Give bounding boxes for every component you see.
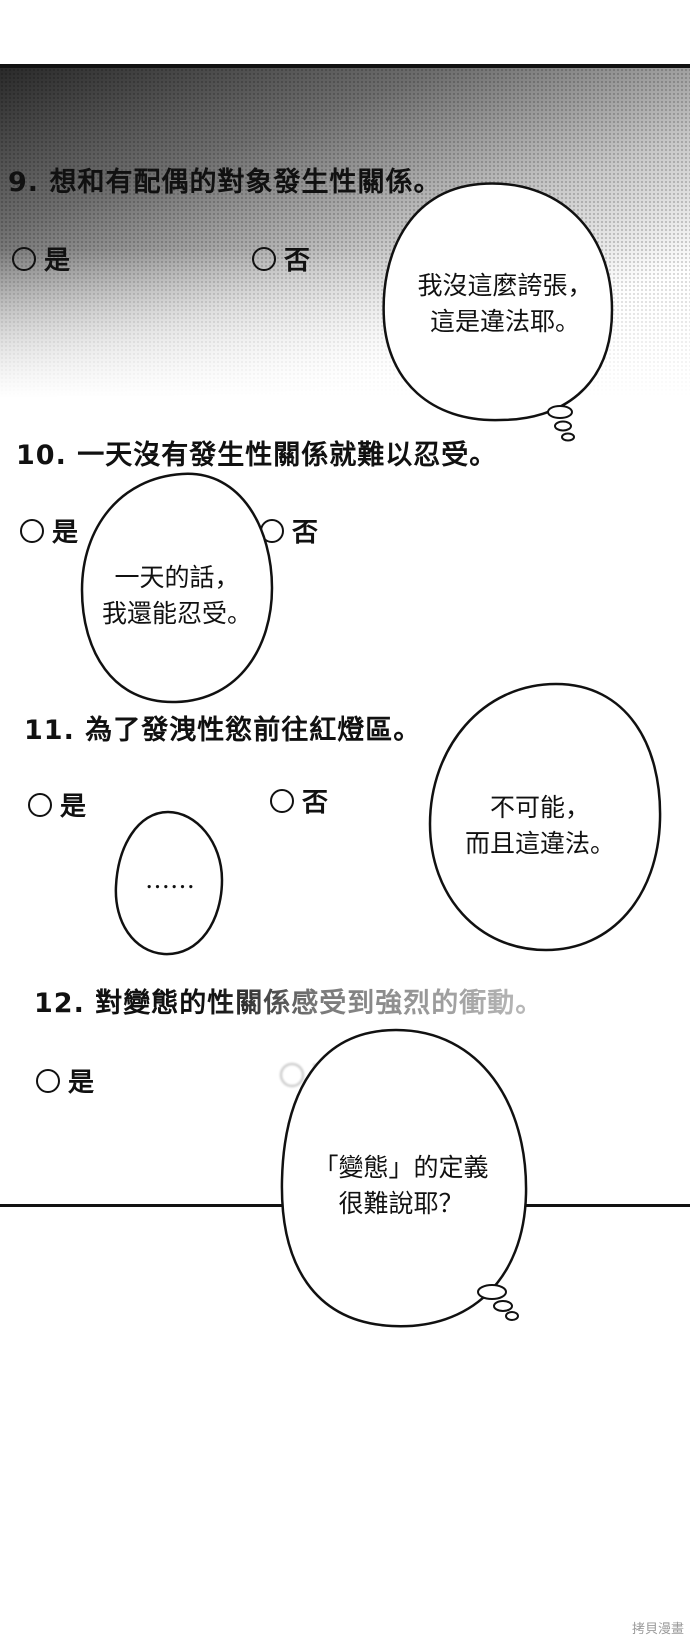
watermark: 拷貝漫畫 — [631, 1622, 684, 1637]
radio-circle-icon — [28, 792, 52, 817]
thought-tail-dot — [505, 1311, 519, 1321]
question-11: 11. 為了發洩性慾前往紅燈區。 — [24, 715, 422, 746]
option-label: 否 — [312, 1062, 339, 1092]
option-12-no[interactable]: 否 — [280, 1056, 338, 1093]
radio-circle-icon — [20, 518, 44, 543]
bubble-3-text: 不可能， 而且這違法。 — [440, 790, 640, 862]
bubble-2-text: 一天的話， 我還能忍受。 — [82, 560, 272, 632]
radio-circle-icon — [280, 1062, 304, 1087]
thought-tail-dot — [554, 420, 572, 432]
thought-tail-dot — [561, 432, 575, 442]
bubble-line: …… — [145, 865, 195, 894]
thought-tail-dot — [547, 405, 573, 419]
option-11-yes[interactable]: 是 — [28, 786, 86, 823]
option-9-yes[interactable]: 是 — [12, 240, 70, 277]
bubble-line: 很難說耶？ — [338, 1189, 464, 1218]
option-label: 否 — [284, 246, 311, 276]
bubble-line: 一天的話， — [114, 563, 240, 592]
option-label: 是 — [60, 792, 87, 822]
option-label: 否 — [292, 518, 319, 548]
radio-circle-icon — [252, 246, 276, 271]
panel-border-top — [0, 64, 690, 68]
question-10: 10. 一天沒有發生性關係就難以忍受。 — [16, 440, 498, 471]
screentone-gradient — [0, 68, 690, 398]
question-12: 12. 對變態的性關係感受到強烈的衝動。 — [34, 981, 543, 1020]
option-label: 是 — [68, 1068, 95, 1098]
option-12-yes[interactable]: 是 — [36, 1062, 94, 1099]
radio-circle-icon — [260, 518, 284, 543]
bubble-line: 而且這違法。 — [464, 829, 615, 858]
thought-tail-dot — [477, 1284, 507, 1300]
option-10-no[interactable]: 否 — [260, 512, 318, 549]
bubble-line: 我還能忍受。 — [101, 599, 252, 628]
radio-circle-icon — [36, 1068, 60, 1093]
option-11-no[interactable]: 否 — [270, 782, 328, 819]
bubble-line: 我沒這麼誇張， — [417, 271, 593, 300]
bubble-line: 這是違法耶。 — [429, 307, 580, 336]
bubble-4-text: …… — [120, 862, 220, 898]
option-label: 是 — [44, 246, 71, 276]
bubble-1-text: 我沒這麼誇張， 這是違法耶。 — [400, 268, 610, 340]
radio-circle-icon — [12, 246, 36, 271]
option-10-yes[interactable]: 是 — [20, 512, 78, 549]
bubble-line: 不可能， — [489, 793, 590, 822]
bubble-line: 「變態」的定義 — [313, 1153, 489, 1182]
thought-tail-dot — [493, 1300, 513, 1312]
question-9: 9. 想和有配偶的對象發生性關係。 — [8, 167, 442, 198]
radio-circle-icon — [270, 788, 294, 813]
top-margin — [0, 0, 690, 66]
option-label: 否 — [302, 788, 329, 818]
option-9-no[interactable]: 否 — [252, 240, 310, 277]
bubble-5-text: 「變態」的定義 很難說耶？ — [286, 1150, 516, 1222]
option-label: 是 — [52, 518, 79, 548]
